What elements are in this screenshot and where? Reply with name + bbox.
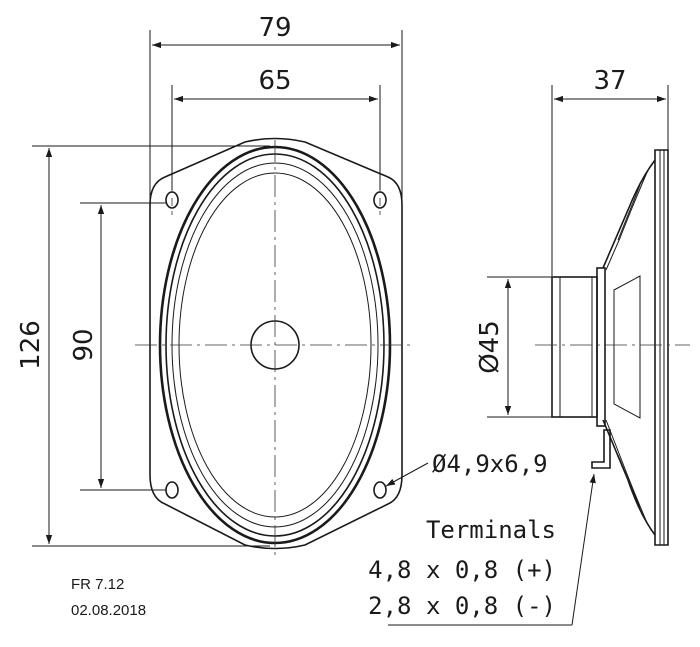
terminals-line-2: 2,8 x 0,8 (-) [368, 592, 556, 620]
dimension-90: 90 [69, 202, 166, 491]
dim-45-label: Ø45 [475, 320, 505, 374]
footer-info: FR 7.12 02.08.2018 [71, 576, 146, 619]
hole-size-callout: Ø4,9x6,9 [385, 450, 548, 487]
dimension-126: 126 [16, 145, 270, 547]
model-label: FR 7.12 [71, 576, 124, 593]
terminals-callout: Terminals 4,8 x 0,8 (+) 2,8 x 0,8 (-) [368, 473, 596, 626]
dim-126-label: 126 [16, 320, 46, 370]
dim-65-label: 65 [258, 66, 291, 96]
side-view [535, 149, 690, 546]
frame-outline [149, 137, 403, 550]
basket-window [613, 275, 641, 419]
terminals-line-1: 4,8 x 0,8 (+) [368, 556, 556, 584]
dimension-79: 79 [149, 13, 403, 200]
dimension-65: 65 [171, 66, 381, 190]
magnet [551, 276, 598, 418]
dimension-37: 37 [551, 66, 669, 276]
mounting-hole-bottom-left [165, 481, 179, 499]
date-label: 02.08.2018 [71, 602, 146, 619]
magnet-plate [596, 267, 606, 427]
terminals-title: Terminals [426, 516, 556, 544]
mounting-hole-bottom-right [373, 481, 387, 499]
dim-90-label: 90 [69, 328, 99, 361]
front-view [135, 137, 415, 560]
hole-size-label: Ø4,9x6,9 [432, 450, 548, 478]
dimension-diameter-45: Ø45 [475, 276, 552, 418]
side-frame-front [654, 149, 669, 546]
basket-top [602, 159, 656, 269]
terminal-tab [591, 429, 611, 469]
dim-79-label: 79 [258, 13, 291, 43]
dim-37-label: 37 [593, 66, 626, 96]
